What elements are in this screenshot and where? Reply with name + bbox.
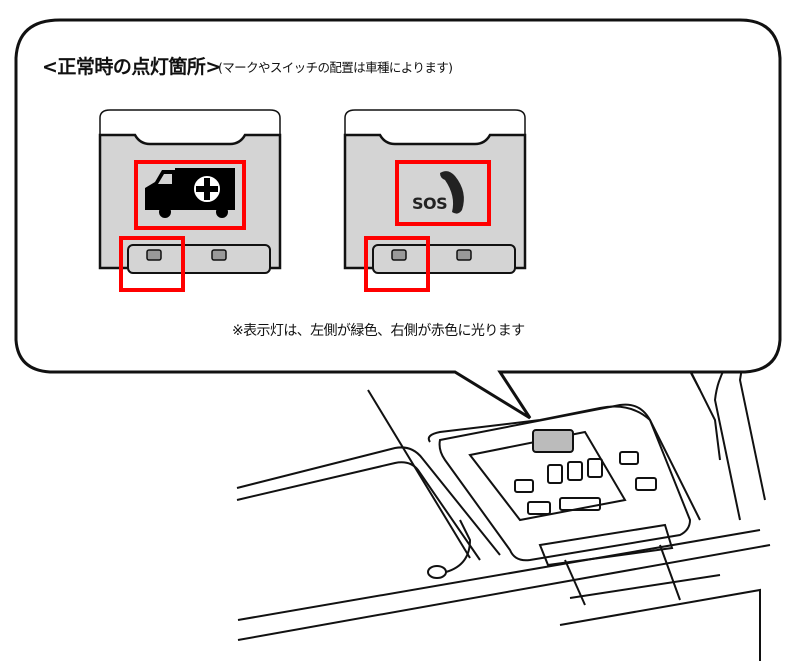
phone-handset-icon bbox=[440, 171, 464, 214]
highlight-icon bbox=[134, 160, 246, 230]
indicator-left-green bbox=[146, 249, 162, 261]
indicator-note: ※表示灯は、左側が緑色、右側が赤色に光ります bbox=[232, 323, 525, 339]
highlight-indicator bbox=[119, 236, 185, 292]
sos-panel bbox=[343, 109, 527, 292]
sos-label: SOS bbox=[412, 194, 448, 213]
ambulance-icon bbox=[145, 168, 235, 218]
callout-title: <正常時の点灯箇所> bbox=[42, 56, 221, 78]
indicator-right-red bbox=[456, 249, 472, 261]
overhead-sos-module bbox=[532, 429, 574, 453]
highlight-icon bbox=[395, 160, 491, 226]
callout-subtitle: (マークやスイッチの配置は車種によります) bbox=[218, 60, 453, 75]
indicator-left-green bbox=[391, 249, 407, 261]
indicator-right-red bbox=[211, 249, 227, 261]
emergency-vehicle-panel bbox=[98, 109, 282, 292]
highlight-indicator bbox=[364, 236, 430, 292]
